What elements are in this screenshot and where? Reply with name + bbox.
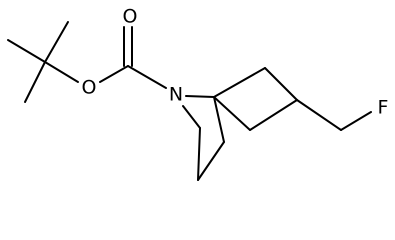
atom-ester-oxygen: O: [82, 77, 97, 99]
bond-oxygen-to-carbonyl-carbon: [99, 65, 129, 83]
bond-bridgehead-to-upper-ring: [213, 67, 266, 98]
bond-upper-ring-to-c3: [264, 67, 298, 101]
bond-methylene-to-fluorine: [340, 111, 372, 131]
atom-fluorine: F: [378, 97, 389, 119]
bond-lower-ring-to-c3: [249, 99, 298, 131]
molecule-svg: O O N F: [7, 6, 389, 181]
bond-tbu-to-oxygen: [44, 61, 79, 83]
bond-c3-to-methylene: [296, 99, 342, 131]
bond-tbu-methyl-left: [7, 39, 46, 63]
bond-ethano-bridge: [197, 141, 225, 181]
bond-bridgehead-to-ethano-bridge: [213, 96, 225, 143]
atom-carbonyl-oxygen: O: [123, 6, 138, 28]
structure-diagram: O O N F: [7, 6, 389, 181]
bond-bridgehead-to-lower-ring: [213, 96, 251, 131]
atom-nitrogen: N: [169, 84, 183, 106]
bond-nitrogen-to-bridgehead-right: [185, 95, 215, 98]
bond-tbu-methyl-bottom: [24, 61, 46, 103]
bond-carbonyl-to-nitrogen: [127, 65, 167, 89]
bond-tbu-methyl-top: [44, 21, 69, 63]
bond-nitrogen-to-bridgehead-lower: [182, 105, 201, 129]
bond-lower-bridgehead-to-bridge: [197, 127, 201, 181]
